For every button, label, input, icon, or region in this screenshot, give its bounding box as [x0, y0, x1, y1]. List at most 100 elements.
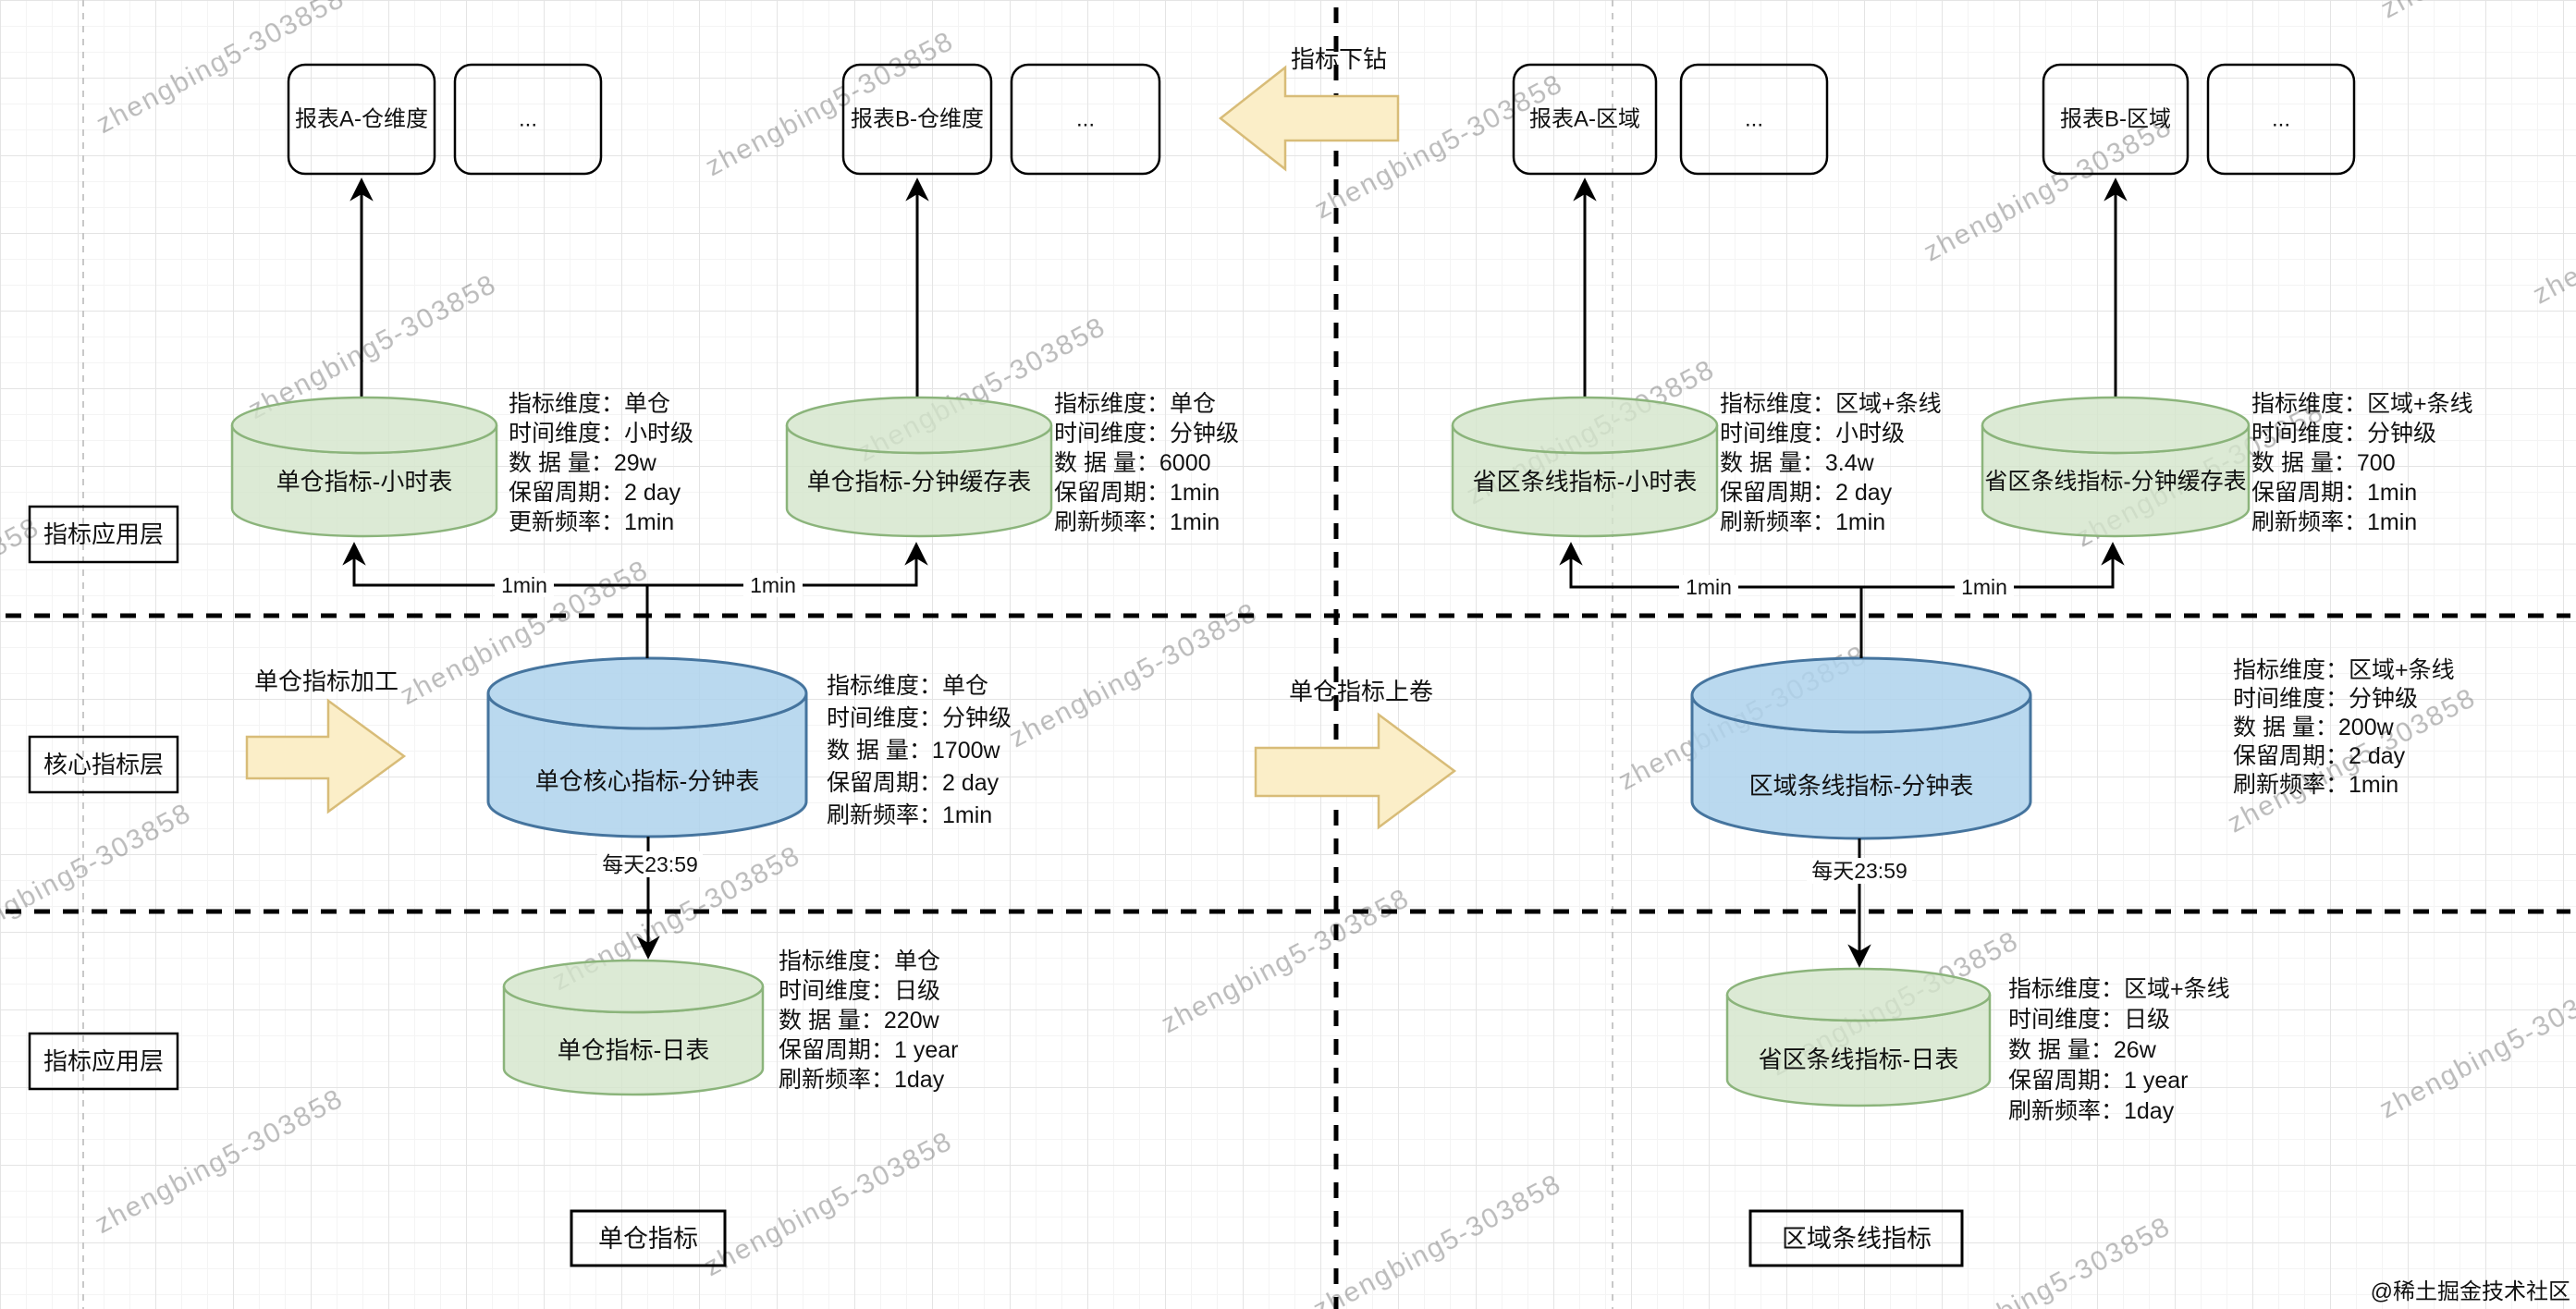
flow-arrow-label: 指标下钻: [1291, 45, 1387, 73]
metric-line: 时间维度：日级: [779, 978, 940, 1004]
report-box-label: ...: [519, 107, 537, 132]
cylinder-label: 单仓指标-小时表: [276, 468, 453, 495]
metric-line: 数 据 量：26w: [2008, 1037, 2157, 1063]
metric-line: 指标维度：单仓: [779, 948, 940, 974]
metric-line: 数 据 量：220w: [779, 1008, 940, 1034]
flow-arrow-label: 单仓指标上卷: [1289, 678, 1433, 705]
metric-line: 数 据 量：200w: [2233, 715, 2395, 740]
cylinder-label: 单仓指标-分钟缓存表: [807, 468, 1032, 495]
metric-line: 指标维度：单仓: [827, 673, 988, 699]
metric-line: 保留周期：2 day: [2233, 743, 2406, 769]
report-box-b-warehouse: 报表B-仓维度: [841, 63, 993, 176]
metrics-region-day: 指标维度：区域+条线 时间维度：日级 数 据 量：26w 保留周期：1 year…: [2008, 976, 2230, 1124]
connector-region-to-region-min-cache: [1861, 542, 2125, 589]
cylinder-wh-core-min: 单仓核心指标-分钟表: [486, 656, 808, 838]
report-box-label: 报表A-仓维度: [295, 107, 428, 132]
report-box-label: 报表B-区域: [2060, 107, 2171, 132]
report-box-a-region: 报表A-区域: [1512, 63, 1658, 176]
metric-line: 保留周期：1 year: [779, 1037, 958, 1063]
metrics-region-hour: 指标维度：区域+条线 时间维度：小时级 数 据 量：3.4w 保留周期：2 da…: [1720, 391, 1942, 535]
cylinder-wh-day: 单仓指标-日表: [502, 959, 765, 1096]
metric-line: 数 据 量：3.4w: [1720, 450, 1875, 476]
edge-label-daily-left: 每天23:59: [597, 851, 703, 877]
left-block-arrow-icon: [1218, 65, 1400, 172]
layer-box-app-top: 指标应用层: [28, 505, 179, 564]
flow-arrow-drill-down: 指标下钻: [1218, 45, 1400, 172]
metric-line: 保留周期：1min: [2251, 480, 2417, 506]
layer-label: 指标应用层: [43, 1047, 164, 1075]
metrics-wh-hour: 指标维度：单仓 时间维度：小时级 数 据 量：29w 保留周期：2 day 更新…: [509, 391, 693, 535]
svg-text:每天23:59: 每天23:59: [1811, 859, 1907, 883]
edge-label-1min-2: 1min: [743, 573, 803, 597]
metric-line: 保留周期：1min: [1054, 480, 1220, 506]
metric-line: 刷新频率：1day: [779, 1067, 945, 1093]
right-block-arrow-icon: [1254, 712, 1457, 830]
group-label-region: 区域条线指标: [1748, 1209, 1964, 1267]
report-box-label: 报表A-区域: [1529, 107, 1640, 132]
group-label-wh: 单仓指标: [570, 1209, 727, 1267]
metric-line: 时间维度：日级: [2008, 1007, 2170, 1033]
layer-box-app-bottom: 指标应用层: [28, 1032, 179, 1091]
report-box-label: ...: [1745, 107, 1763, 132]
metric-line: 数 据 量：1700w: [827, 738, 1001, 764]
report-box-a-warehouse-more: ...: [453, 63, 603, 176]
metric-line: 指标维度：单仓: [509, 391, 670, 417]
metric-line: 刷新频率：1min: [1720, 509, 1885, 535]
report-box-b-region: 报表B-区域: [2042, 63, 2190, 176]
cylinder-label: 单仓核心指标-分钟表: [535, 767, 760, 795]
metric-line: 数 据 量：6000: [1054, 450, 1211, 476]
report-box-a-region-more: ...: [1679, 63, 1829, 176]
cylinder-wh-min-cache: 单仓指标-分钟缓存表: [785, 396, 1053, 538]
svg-text:单仓指标: 单仓指标: [598, 1225, 698, 1253]
metric-line: 指标维度：单仓: [1054, 391, 1216, 417]
report-box-a-warehouse: 报表A-仓维度: [287, 63, 436, 176]
cylinder-wh-hour: 单仓指标-小时表: [230, 396, 498, 538]
metric-line: 更新频率：1min: [509, 509, 674, 535]
metric-line: 指标维度：区域+条线: [2233, 657, 2455, 683]
connector-core-to-wh-min-cache: [647, 542, 928, 587]
metric-line: 指标维度：区域+条线: [1720, 391, 1942, 417]
footer-watermark: @稀土掘金技术社区: [2371, 1279, 2570, 1304]
cylinder-region-day: 省区条线指标-日表: [1725, 967, 1992, 1107]
flow-arrow-rollup: 单仓指标上卷: [1254, 678, 1457, 830]
cylinder-label: 省区条线指标-小时表: [1473, 468, 1698, 495]
cylinder-region-min-cache: 省区条线指标-分钟缓存表: [1981, 396, 2251, 538]
metrics-wh-core-min: 指标维度：单仓 时间维度：分钟级 数 据 量：1700w 保留周期：2 day …: [827, 673, 1012, 828]
metric-line: 数 据 量：29w: [509, 450, 657, 476]
metric-line: 时间维度：小时级: [509, 421, 693, 447]
edge-label-daily-right: 每天23:59: [1807, 858, 1912, 884]
edge-label-1min-1: 1min: [495, 573, 554, 597]
report-box-b-region-more: ...: [2206, 63, 2356, 176]
metric-line: 刷新频率：1day: [2008, 1098, 2175, 1124]
metric-line: 时间维度：小时级: [1720, 421, 1905, 447]
cylinder-label: 省区条线指标-日表: [1759, 1046, 1959, 1073]
cylinder-label: 单仓指标-日表: [558, 1036, 710, 1064]
metrics-wh-day: 指标维度：单仓 时间维度：日级 数 据 量：220w 保留周期：1 year 刷…: [779, 948, 958, 1093]
flow-arrow-label: 单仓指标加工: [254, 667, 399, 695]
metric-line: 刷新频率：1min: [827, 802, 992, 828]
metric-line: 时间维度：分钟级: [2233, 686, 2418, 712]
svg-text:1min: 1min: [750, 573, 796, 597]
metric-line: 时间维度：分钟级: [827, 705, 1012, 731]
cylinder-label: 区域条线指标-分钟表: [1749, 772, 1974, 800]
svg-text:区域条线指标: 区域条线指标: [1782, 1225, 1932, 1253]
layer-label: 指标应用层: [43, 520, 164, 548]
layer-box-core: 核心指标层: [28, 735, 179, 794]
svg-text:每天23:59: 每天23:59: [602, 852, 698, 876]
edge-label-1min-3: 1min: [1679, 575, 1738, 599]
report-box-b-warehouse-more: ...: [1010, 63, 1161, 176]
svg-text:1min: 1min: [1961, 575, 2007, 599]
edge-label-1min-4: 1min: [1955, 575, 2014, 599]
metric-line: 刷新频率：1min: [2251, 509, 2417, 535]
cylinder-region-min: 区域条线指标-分钟表: [1690, 656, 2032, 840]
right-block-arrow-icon: [245, 698, 407, 814]
metric-line: 数 据 量：700: [2251, 450, 2396, 476]
report-box-label: 报表B-仓维度: [851, 107, 984, 132]
svg-text:1min: 1min: [1686, 575, 1732, 599]
metrics-region-min-cache: 指标维度：区域+条线 时间维度：分钟级 数 据 量：700 保留周期：1min …: [2251, 391, 2473, 535]
cylinder-region-hour: 省区条线指标-小时表: [1451, 396, 1719, 538]
metric-line: 保留周期：2 day: [827, 770, 1000, 796]
